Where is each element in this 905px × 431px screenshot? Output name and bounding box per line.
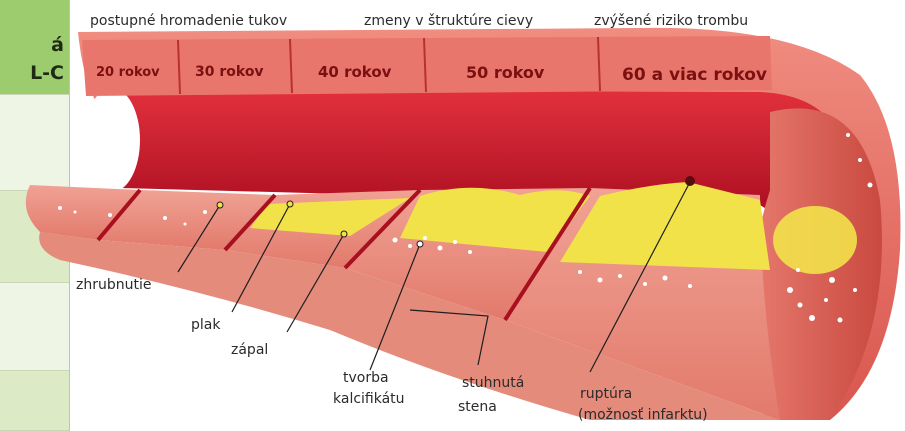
age-60-plus: 60 a viac rokov: [622, 65, 767, 85]
artery-opening: [84, 88, 140, 192]
label-calcification-line1: tvorba: [343, 370, 389, 386]
age-40: 40 rokov: [318, 63, 392, 81]
label-stiff-wall-line2: stena: [458, 399, 497, 415]
age-50: 50 rokov: [466, 63, 545, 82]
label-fat-buildup: postupné hromadenie tukov: [90, 13, 287, 29]
label-inflammation: zápal: [231, 342, 268, 358]
ring-plaque: [773, 206, 857, 274]
label-structure-changes: zmeny v štruktúre cievy: [364, 13, 533, 29]
rupture-point: [685, 176, 695, 186]
label-thrombus-risk: zvýšené riziko trombu: [594, 13, 748, 29]
label-calcification-line2: kalcifikátu: [333, 391, 405, 407]
age-20: 20 rokov: [96, 65, 160, 80]
label-plaque: plak: [191, 317, 221, 333]
label-stiff-wall-line1: stuhnutá: [462, 375, 524, 391]
label-rupture-line2: (možnosť infarktu): [578, 407, 708, 423]
label-rupture-line1: ruptúra: [580, 386, 632, 402]
label-thickening: zhrubnutie: [76, 277, 151, 293]
age-30: 30 rokov: [195, 64, 264, 80]
